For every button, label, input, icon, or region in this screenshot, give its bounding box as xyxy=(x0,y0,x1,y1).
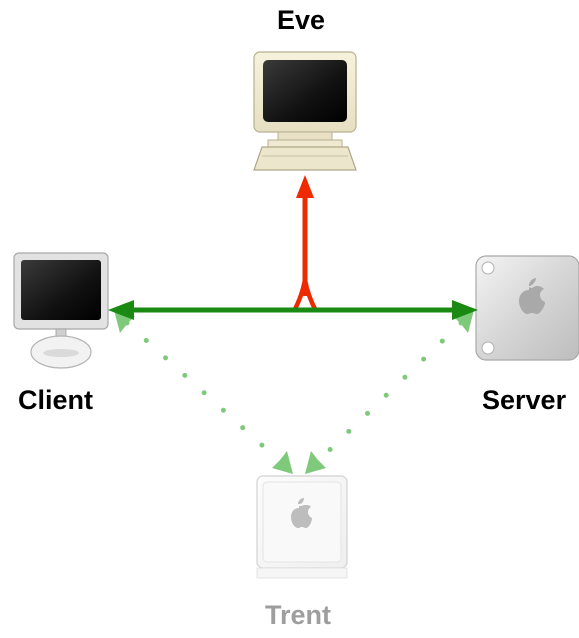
trent-client-dotted-link xyxy=(114,310,293,474)
eve-label: Eve xyxy=(277,5,326,35)
trent-server-dotted-link xyxy=(305,310,474,474)
server-label: Server xyxy=(482,385,567,415)
client-server-link xyxy=(108,300,478,320)
eavesdrop-link xyxy=(292,175,318,313)
imac-icon xyxy=(13,252,109,369)
power-mac-tower-icon xyxy=(475,255,579,361)
crt-monitor-icon xyxy=(253,51,357,171)
trent-label: Trent xyxy=(265,600,332,630)
mac-cube-icon xyxy=(256,475,348,579)
client-label: Client xyxy=(18,385,94,415)
